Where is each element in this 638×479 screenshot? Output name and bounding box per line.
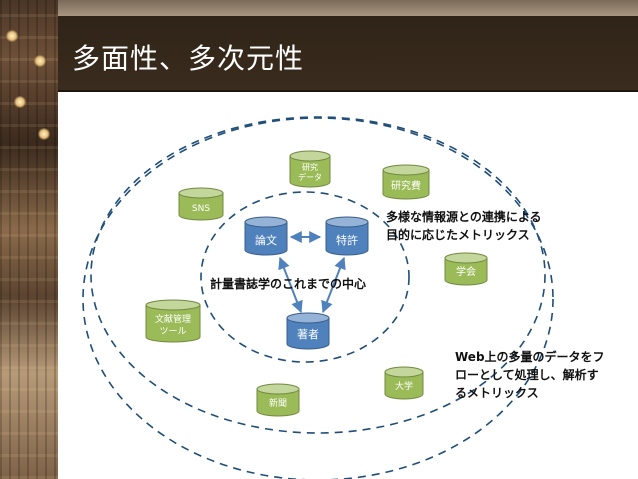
- diagram-canvas: 論文 特許 著者 研究 データ 研究費 SNS: [82, 116, 605, 479]
- node-chosha-label: 著者: [297, 327, 319, 341]
- node-tokkyo-label: 特許: [336, 233, 358, 247]
- lamp-light: [14, 96, 26, 108]
- lamp-light: [34, 55, 46, 67]
- node-bunken-kanri-label-1: 文献管理: [155, 313, 191, 325]
- node-daigaku-label: 大学: [395, 380, 413, 392]
- node-shinbun: 新聞: [256, 383, 300, 417]
- node-kenkyu-data-label-1: 研究: [302, 162, 318, 172]
- library-photo-strip: [0, 0, 58, 479]
- node-shinbun-label: 新聞: [269, 397, 287, 409]
- node-chosha: 著者: [286, 312, 330, 350]
- middle-ring-label-line1: 多様な情報源との連携による: [386, 209, 542, 224]
- inner-ring: [200, 191, 410, 363]
- title-band: 多面性、多次元性: [58, 16, 638, 92]
- node-bunken-kanri-label-2: ツール: [159, 327, 186, 337]
- header-top-strip: [58, 0, 638, 16]
- node-bunken-kanri: 文献管理 ツール: [145, 299, 201, 343]
- outer-ring-label-line2: ローとして処理し、解析す: [455, 367, 599, 382]
- node-gakkai-label: 学会: [456, 265, 476, 278]
- node-sns-label: SNS: [192, 204, 210, 214]
- node-ronbun-label: 論文: [255, 233, 277, 247]
- outer-ring-label-line3: るメトリックス: [455, 386, 539, 400]
- node-ronbun: 論文: [244, 216, 288, 256]
- node-sns: SNS: [178, 187, 224, 221]
- node-gakkai: 学会: [444, 252, 488, 286]
- outer-ring-label-line1: Web上の多量のデータをフ: [455, 349, 605, 364]
- node-kenkyu-data: 研究 データ: [289, 150, 331, 188]
- node-tokkyo: 特許: [325, 216, 369, 256]
- core-center-label: 計量書誌学のこれまでの中心: [210, 276, 366, 291]
- node-kenkyu-data-label-2: データ: [298, 172, 322, 182]
- content-area: 論文 特許 著者 研究 データ 研究費 SNS: [58, 92, 638, 479]
- arrow-ronbun-chosha: [278, 256, 303, 314]
- node-daigaku: 大学: [384, 366, 424, 400]
- arrow-tokkyo-chosha: [321, 256, 346, 314]
- lamp-light: [6, 30, 18, 42]
- outer-ring: [82, 117, 554, 479]
- middle-ring: [90, 116, 546, 434]
- lamp-light: [38, 128, 50, 140]
- middle-ring-label-line2: 目的に応じたメトリックス: [386, 227, 530, 242]
- slide-title: 多面性、多次元性: [72, 42, 305, 75]
- node-kenkyuhi-label: 研究費: [391, 179, 421, 192]
- node-kenkyuhi: 研究費: [382, 164, 430, 200]
